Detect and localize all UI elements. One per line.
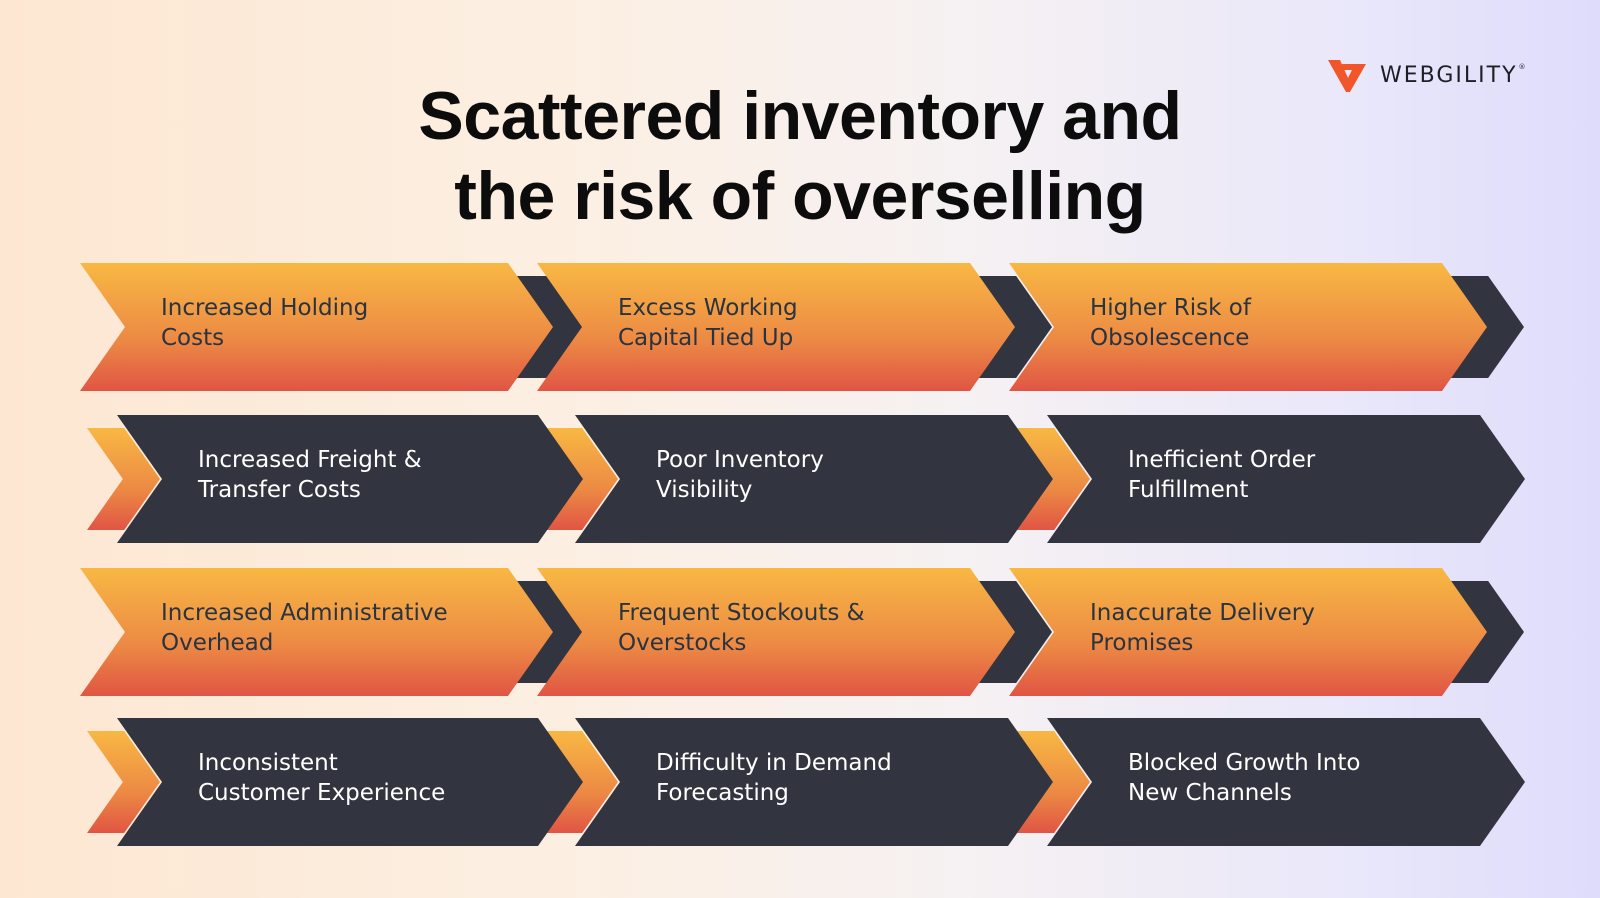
step-chevron bbox=[80, 263, 553, 391]
step-label: Increased Holding Costs bbox=[161, 295, 369, 351]
step-label: Difficulty in Demand Forecasting bbox=[656, 750, 892, 806]
step-chevron bbox=[575, 718, 1053, 846]
brand-name: WEBGILITY® bbox=[1380, 62, 1528, 88]
step-label: Inefficient Order Fulfillment bbox=[1128, 447, 1316, 503]
step-chevron bbox=[1047, 718, 1525, 846]
step-chevron bbox=[537, 263, 1015, 391]
step-chevron bbox=[1009, 263, 1487, 391]
step-label: Excess Working Capital Tied Up bbox=[618, 295, 798, 351]
title-line-2: the risk of overselling bbox=[454, 158, 1146, 234]
step-label: Frequent Stockouts & Overstocks bbox=[618, 600, 865, 656]
step-label: Inconsistent Customer Experience bbox=[198, 750, 446, 806]
step-label: Increased Administrative Overhead bbox=[161, 600, 448, 656]
accent-chevron-orange bbox=[1017, 731, 1090, 833]
accent-chevron-orange bbox=[87, 731, 160, 833]
step-label: Blocked Growth Into New Channels bbox=[1128, 750, 1361, 806]
step-chevron bbox=[117, 415, 583, 543]
step-chevron bbox=[80, 568, 553, 696]
brand-logo: WEBGILITY® bbox=[1328, 58, 1528, 92]
step-label: Higher Risk of Obsolescence bbox=[1090, 295, 1251, 351]
accent-chevron-orange bbox=[1017, 428, 1090, 530]
step-chevron bbox=[575, 415, 1053, 543]
step-label: Increased Freight & Transfer Costs bbox=[198, 447, 422, 503]
webgility-logo-icon bbox=[1328, 60, 1366, 92]
accent-chevron-orange bbox=[87, 428, 160, 530]
step-chevron bbox=[1009, 568, 1487, 696]
step-label: Inaccurate Delivery Promises bbox=[1090, 600, 1315, 656]
step-chevron bbox=[537, 568, 1015, 696]
title-line-1: Scattered inventory and bbox=[418, 78, 1182, 154]
step-label: Poor Inventory Visibility bbox=[656, 447, 824, 503]
step-chevron bbox=[1047, 415, 1525, 543]
step-chevron bbox=[117, 718, 583, 846]
page-title: Scattered inventory and the risk of over… bbox=[0, 76, 1600, 236]
